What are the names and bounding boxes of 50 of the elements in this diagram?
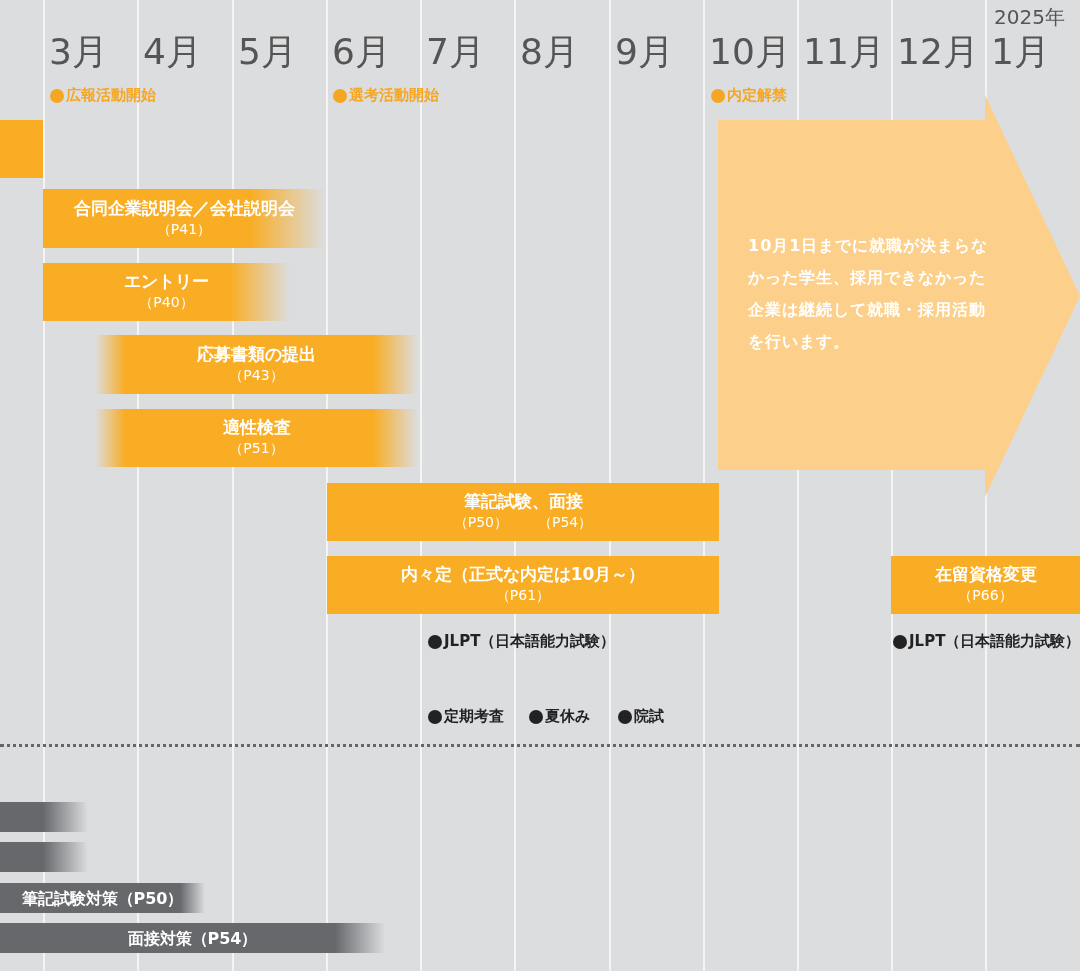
timeline-bar: [327, 483, 719, 541]
milestone-label: 選考活動開始: [349, 86, 439, 105]
bar-title: 筆記試験対策（P50）: [21, 887, 184, 909]
page-reference: （P61）: [495, 586, 551, 605]
timeline-bar: [0, 842, 88, 872]
event-label: 夏休み: [545, 707, 590, 726]
milestone-label: 広報活動開始: [66, 86, 156, 105]
timeline-bar: [43, 189, 325, 248]
event-label: 院試: [634, 707, 664, 726]
month-label: 10月: [709, 30, 791, 74]
month-label: 1月: [991, 30, 1050, 74]
month-label: 7月: [426, 30, 485, 74]
event-label: 定期考査: [444, 707, 504, 726]
timeline-bar: [95, 335, 418, 394]
page-reference: （P41）: [156, 219, 212, 239]
bar-title: 筆記試験、面接: [463, 491, 583, 512]
bar-title: 内々定（正式な内定は10月～）: [400, 564, 646, 585]
event-label: JLPT（日本語能力試験）: [909, 632, 1080, 651]
arrow-text: 10月1日までに就職が決まらなかった学生、採用できなかった企業は継続して就職・採用活動を行います。: [748, 235, 990, 353]
milestone-label: 内定解禁: [727, 86, 787, 105]
bar-title: 応募書類の提出: [197, 343, 316, 365]
page-reference: （P43）: [229, 365, 284, 385]
month-label: 3月: [49, 30, 108, 74]
bar-title: エントリー: [124, 271, 209, 292]
month-label: 12月: [897, 30, 979, 74]
timeline-bar: [327, 556, 719, 614]
page-reference: （P51）: [229, 439, 284, 458]
month-label: 6月: [332, 30, 391, 74]
month-label: 11月: [803, 30, 885, 74]
page-reference: （P40）: [139, 293, 194, 312]
page-reference: （P66）: [958, 586, 1013, 605]
event-label: JLPT（日本語能力試験）: [444, 632, 616, 651]
page-reference: （P54）: [538, 513, 593, 532]
month-label: 5月: [238, 30, 297, 74]
timeline-bar: [0, 802, 88, 832]
bar-title: 適性検査: [222, 417, 291, 438]
month-label: 8月: [520, 30, 579, 74]
timeline-bar: [891, 556, 1080, 614]
timeline-bar: [95, 409, 418, 467]
year-label: 2025年: [994, 4, 1065, 31]
timeline-bar: [0, 120, 43, 178]
month-label: 9月: [615, 30, 674, 74]
timeline-bar: [43, 263, 290, 321]
bar-title: 合同企業説明会／会社説明会: [73, 197, 295, 219]
bar-title: 在留資格変更: [934, 564, 1037, 585]
month-label: 4月: [143, 30, 202, 74]
timeline-bar: [0, 883, 205, 913]
bar-title: 面接対策（P54）: [127, 927, 258, 949]
page-reference: （P50）: [453, 513, 508, 532]
timeline-bar: [0, 923, 385, 953]
